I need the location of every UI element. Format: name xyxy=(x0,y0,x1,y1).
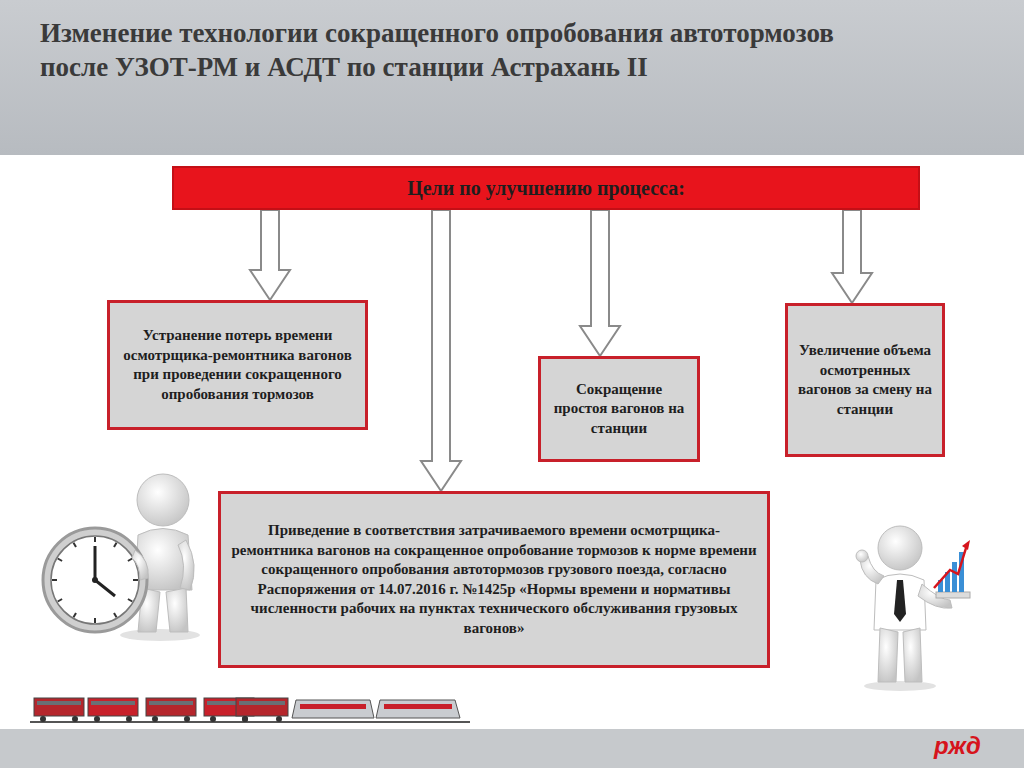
goal-box-wide: Приведение в соответствия затрачиваемого… xyxy=(218,491,770,668)
block-arrow xyxy=(580,210,620,356)
header-band xyxy=(0,0,1024,155)
goal-box: Увеличение объема осмотренных вагонов за… xyxy=(785,303,945,457)
figure-with-clock xyxy=(43,474,200,641)
goal-header-bar: Цели по улучшению процесса: xyxy=(172,166,920,210)
figure-with-chart xyxy=(856,526,970,691)
box-text: Увеличение объема осмотренных вагонов за… xyxy=(796,341,934,419)
logo-text: ржд xyxy=(934,732,981,760)
header-text: Цели по улучшению процесса: xyxy=(407,175,685,201)
goal-box: Сокращение простоя вагонов на станции xyxy=(538,356,700,462)
train-illustration xyxy=(30,698,470,722)
box-text: Приведение в соответствия затрачиваемого… xyxy=(229,521,759,638)
block-arrow xyxy=(832,210,872,303)
slide-title: Изменение технологии сокращенного опробо… xyxy=(40,16,860,85)
box-text: Устранение потерь времени осмотрщика-рем… xyxy=(118,326,357,404)
box-text: Сокращение простоя вагонов на станции xyxy=(549,380,689,439)
block-arrow xyxy=(250,210,290,300)
footer-band xyxy=(0,729,1024,768)
block-arrow xyxy=(421,210,461,491)
goal-box: Устранение потерь времени осмотрщика-рем… xyxy=(107,300,368,430)
